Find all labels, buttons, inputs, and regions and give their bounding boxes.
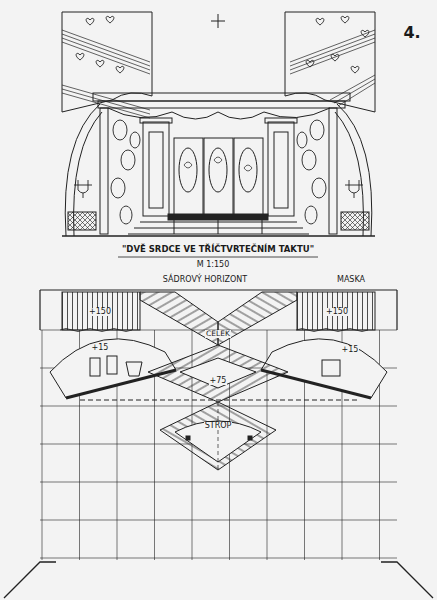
height-mark: +15 <box>341 346 360 355</box>
height-mark: +150 <box>88 308 112 317</box>
height-mark: +15 <box>91 344 110 353</box>
grid-line <box>40 558 397 559</box>
backdrop-label: SÁDROVÝ HORIZONT <box>162 276 248 285</box>
scale-note: M 1:150 <box>196 261 231 270</box>
grid-line <box>42 330 43 560</box>
height-mark: +150 <box>325 308 349 317</box>
stage-label: CELEK <box>205 330 231 338</box>
ceiling-label: STROP <box>204 422 233 431</box>
drawing-title: "DVĚ SRDCE VE TŘÍČTVRTEČNÍM TAKTU" <box>121 245 315 254</box>
height-mark: +75 <box>209 377 228 386</box>
masking-label: MASKA <box>336 276 366 285</box>
sheet-number: 4. <box>402 24 421 42</box>
grid-line <box>40 482 397 483</box>
grid-line <box>40 520 397 521</box>
